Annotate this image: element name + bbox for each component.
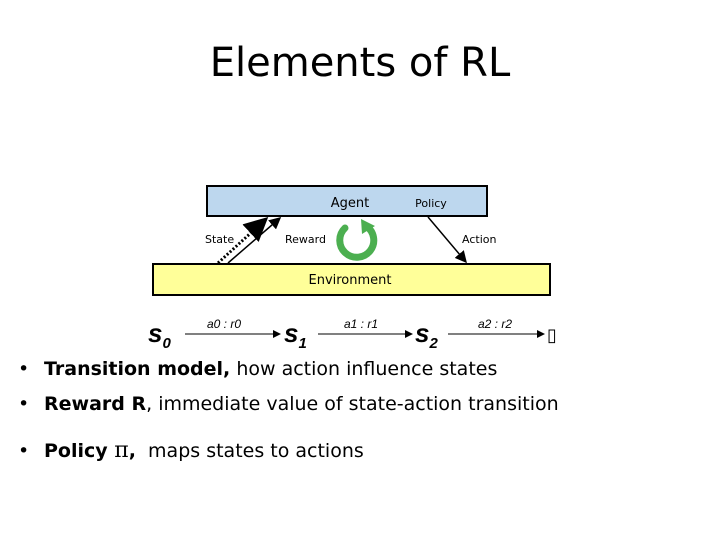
- seq-s1: s1: [284, 318, 307, 352]
- reward-arrow: [227, 217, 282, 264]
- seq-a2r2: a2 : r2: [478, 317, 512, 331]
- seq-a0r0: a0 : r0: [207, 317, 241, 331]
- state-sequence: s0 a0 : r0 s1 a1 : r1 s2 a2 : r2 ▯: [148, 317, 557, 352]
- environment-box: [152, 263, 551, 296]
- cycle-arrow-icon: [336, 219, 378, 261]
- state-arrow: [216, 216, 269, 265]
- seq-trailing-glyph: ▯: [547, 325, 557, 346]
- bullet-reward: •Reward R, immediate value of state-acti…: [18, 393, 559, 415]
- policy-label: Policy: [415, 197, 447, 210]
- slide-title: Elements of RL: [209, 40, 511, 86]
- action-label: Action: [462, 233, 496, 246]
- agent-box: [206, 185, 488, 217]
- environment-label: Environment: [308, 273, 391, 288]
- action-arrow: [427, 216, 467, 264]
- seq-a1r1: a1 : r1: [344, 317, 378, 331]
- reward-label: Reward: [285, 233, 326, 246]
- agent-label: Agent: [331, 196, 369, 211]
- bullet-transition-model: •Transition model, how action influence …: [18, 358, 498, 380]
- seq-s2: s2: [415, 318, 438, 352]
- seq-s0: s0: [148, 318, 171, 352]
- state-label: State: [205, 233, 234, 246]
- bullet-policy: •Policy π, maps states to actions: [18, 438, 364, 463]
